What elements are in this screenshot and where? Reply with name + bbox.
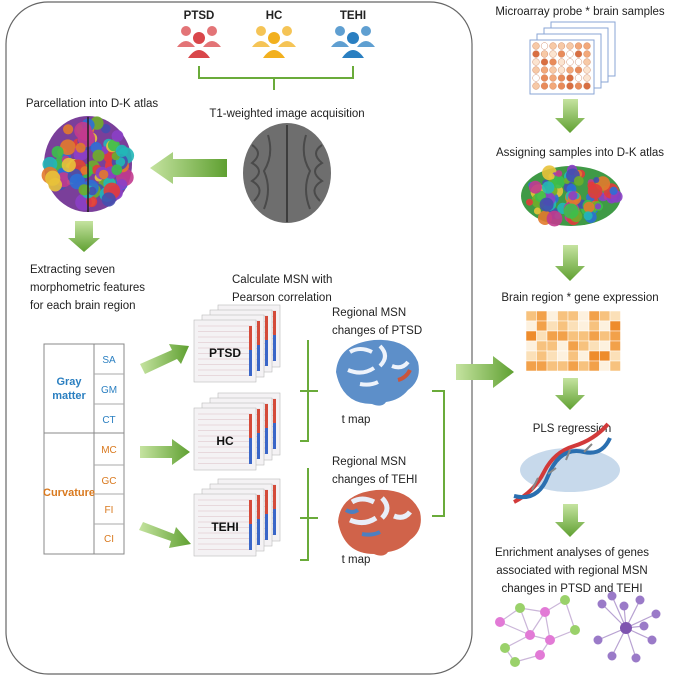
feature-sa: SA — [102, 355, 116, 366]
arrow-to-hc-matrix — [140, 439, 190, 465]
assigning-label: Assigning samples into D-K atlas — [496, 147, 664, 159]
calc-msn-label: Calculate MSN with Pearson correlation — [232, 274, 332, 304]
svg-text:changes in PTSD and TEHI: changes in PTSD and TEHI — [501, 583, 642, 595]
regional-ptsd-label: Regional MSN changes of PTSD — [332, 307, 422, 337]
group-hc: HC — [252, 10, 296, 58]
dna-image — [513, 422, 620, 504]
arrow-to-right-panel — [456, 356, 514, 388]
left-panel-frame — [5, 1, 473, 675]
svg-text:associated with regional MSN: associated with regional MSN — [496, 565, 648, 577]
svg-text:changes of PTSD: changes of PTSD — [332, 325, 422, 337]
groups-bracket — [198, 66, 354, 90]
people-icon — [177, 26, 221, 58]
svg-text:HC: HC — [266, 10, 283, 22]
bracket-tehi — [300, 468, 318, 561]
features-table: Gray matter Curvature SA GM CT MC GC FI … — [43, 343, 125, 555]
arrow-down-extract — [68, 221, 100, 252]
tmap-ptsd-label: t map — [342, 414, 371, 426]
group-ptsd: PTSD — [177, 10, 221, 58]
feature-ct: CT — [102, 415, 115, 426]
region-gene-label: Brain region * gene expression — [501, 292, 658, 304]
tmap-tehi-brain-image — [338, 489, 421, 556]
svg-text:changes of TEHI: changes of TEHI — [332, 474, 417, 486]
arrow-down-gene — [555, 245, 585, 281]
svg-text:Regional MSN: Regional MSN — [332, 307, 406, 319]
svg-text:PTSD: PTSD — [184, 10, 215, 22]
arrow-down-pls — [555, 378, 585, 410]
people-icon — [331, 26, 375, 58]
assigned-brain-image — [521, 164, 623, 227]
svg-text:Regional MSN: Regional MSN — [332, 456, 406, 468]
bracket-ptsd — [300, 340, 318, 442]
svg-text:Pearson correlation: Pearson correlation — [232, 292, 332, 304]
acquisition-label: T1-weighted image acquisition — [209, 108, 364, 120]
tmap-tehi-label: t map — [342, 554, 371, 566]
tmap-ptsd-brain-image — [336, 339, 419, 406]
pls-label: PLS regression — [533, 423, 612, 435]
arrow-down-enrichment — [555, 504, 585, 537]
regional-tehi-label: Regional MSN changes of TEHI — [332, 456, 417, 486]
svg-text:for each brain region: for each brain region — [30, 300, 135, 312]
parcellated-brain-image — [41, 116, 135, 212]
enrichment-label: Enrichment analyses of genes associated … — [495, 547, 649, 595]
svg-text:TEHI: TEHI — [340, 10, 366, 22]
svg-text:Extracting seven: Extracting seven — [30, 264, 115, 276]
arrow-down-assigning — [555, 99, 585, 133]
feature-ci: CI — [104, 534, 114, 545]
arrow-to-ptsd-matrix — [140, 344, 189, 374]
extract-label: Extracting seven morphometric features f… — [30, 264, 145, 312]
feature-fi: FI — [105, 505, 114, 516]
feature-gm: GM — [101, 385, 117, 396]
svg-text:morphometric features: morphometric features — [30, 282, 145, 294]
svg-text:Enrichment analyses of genes: Enrichment analyses of genes — [495, 547, 649, 559]
group-tehi: TEHI — [331, 10, 375, 58]
curvature-label: Curvature — [43, 487, 95, 499]
connector-bracket — [432, 390, 445, 517]
feature-gc: GC — [102, 476, 117, 487]
arrow-to-parcellation — [150, 152, 227, 184]
matrix-label-2: TEHI — [211, 520, 238, 534]
gene-network-images — [495, 591, 661, 667]
matrix-label-0: PTSD — [209, 346, 241, 360]
microarray-image — [529, 21, 616, 95]
feature-mc: MC — [101, 445, 117, 456]
microarray-label: Microarray probe * brain samples — [495, 6, 665, 18]
t1-brain-image — [243, 123, 331, 223]
gray-matter-label: Gray — [56, 376, 82, 388]
svg-text:Calculate MSN with: Calculate MSN with — [232, 274, 332, 286]
arrow-to-tehi-matrix — [139, 522, 191, 548]
parcellation-label: Parcellation into D-K atlas — [26, 98, 159, 110]
people-icon — [252, 26, 296, 58]
gene-expression-matrix — [525, 310, 621, 372]
matrix-label-1: HC — [216, 434, 234, 448]
svg-text:matter: matter — [52, 390, 86, 402]
